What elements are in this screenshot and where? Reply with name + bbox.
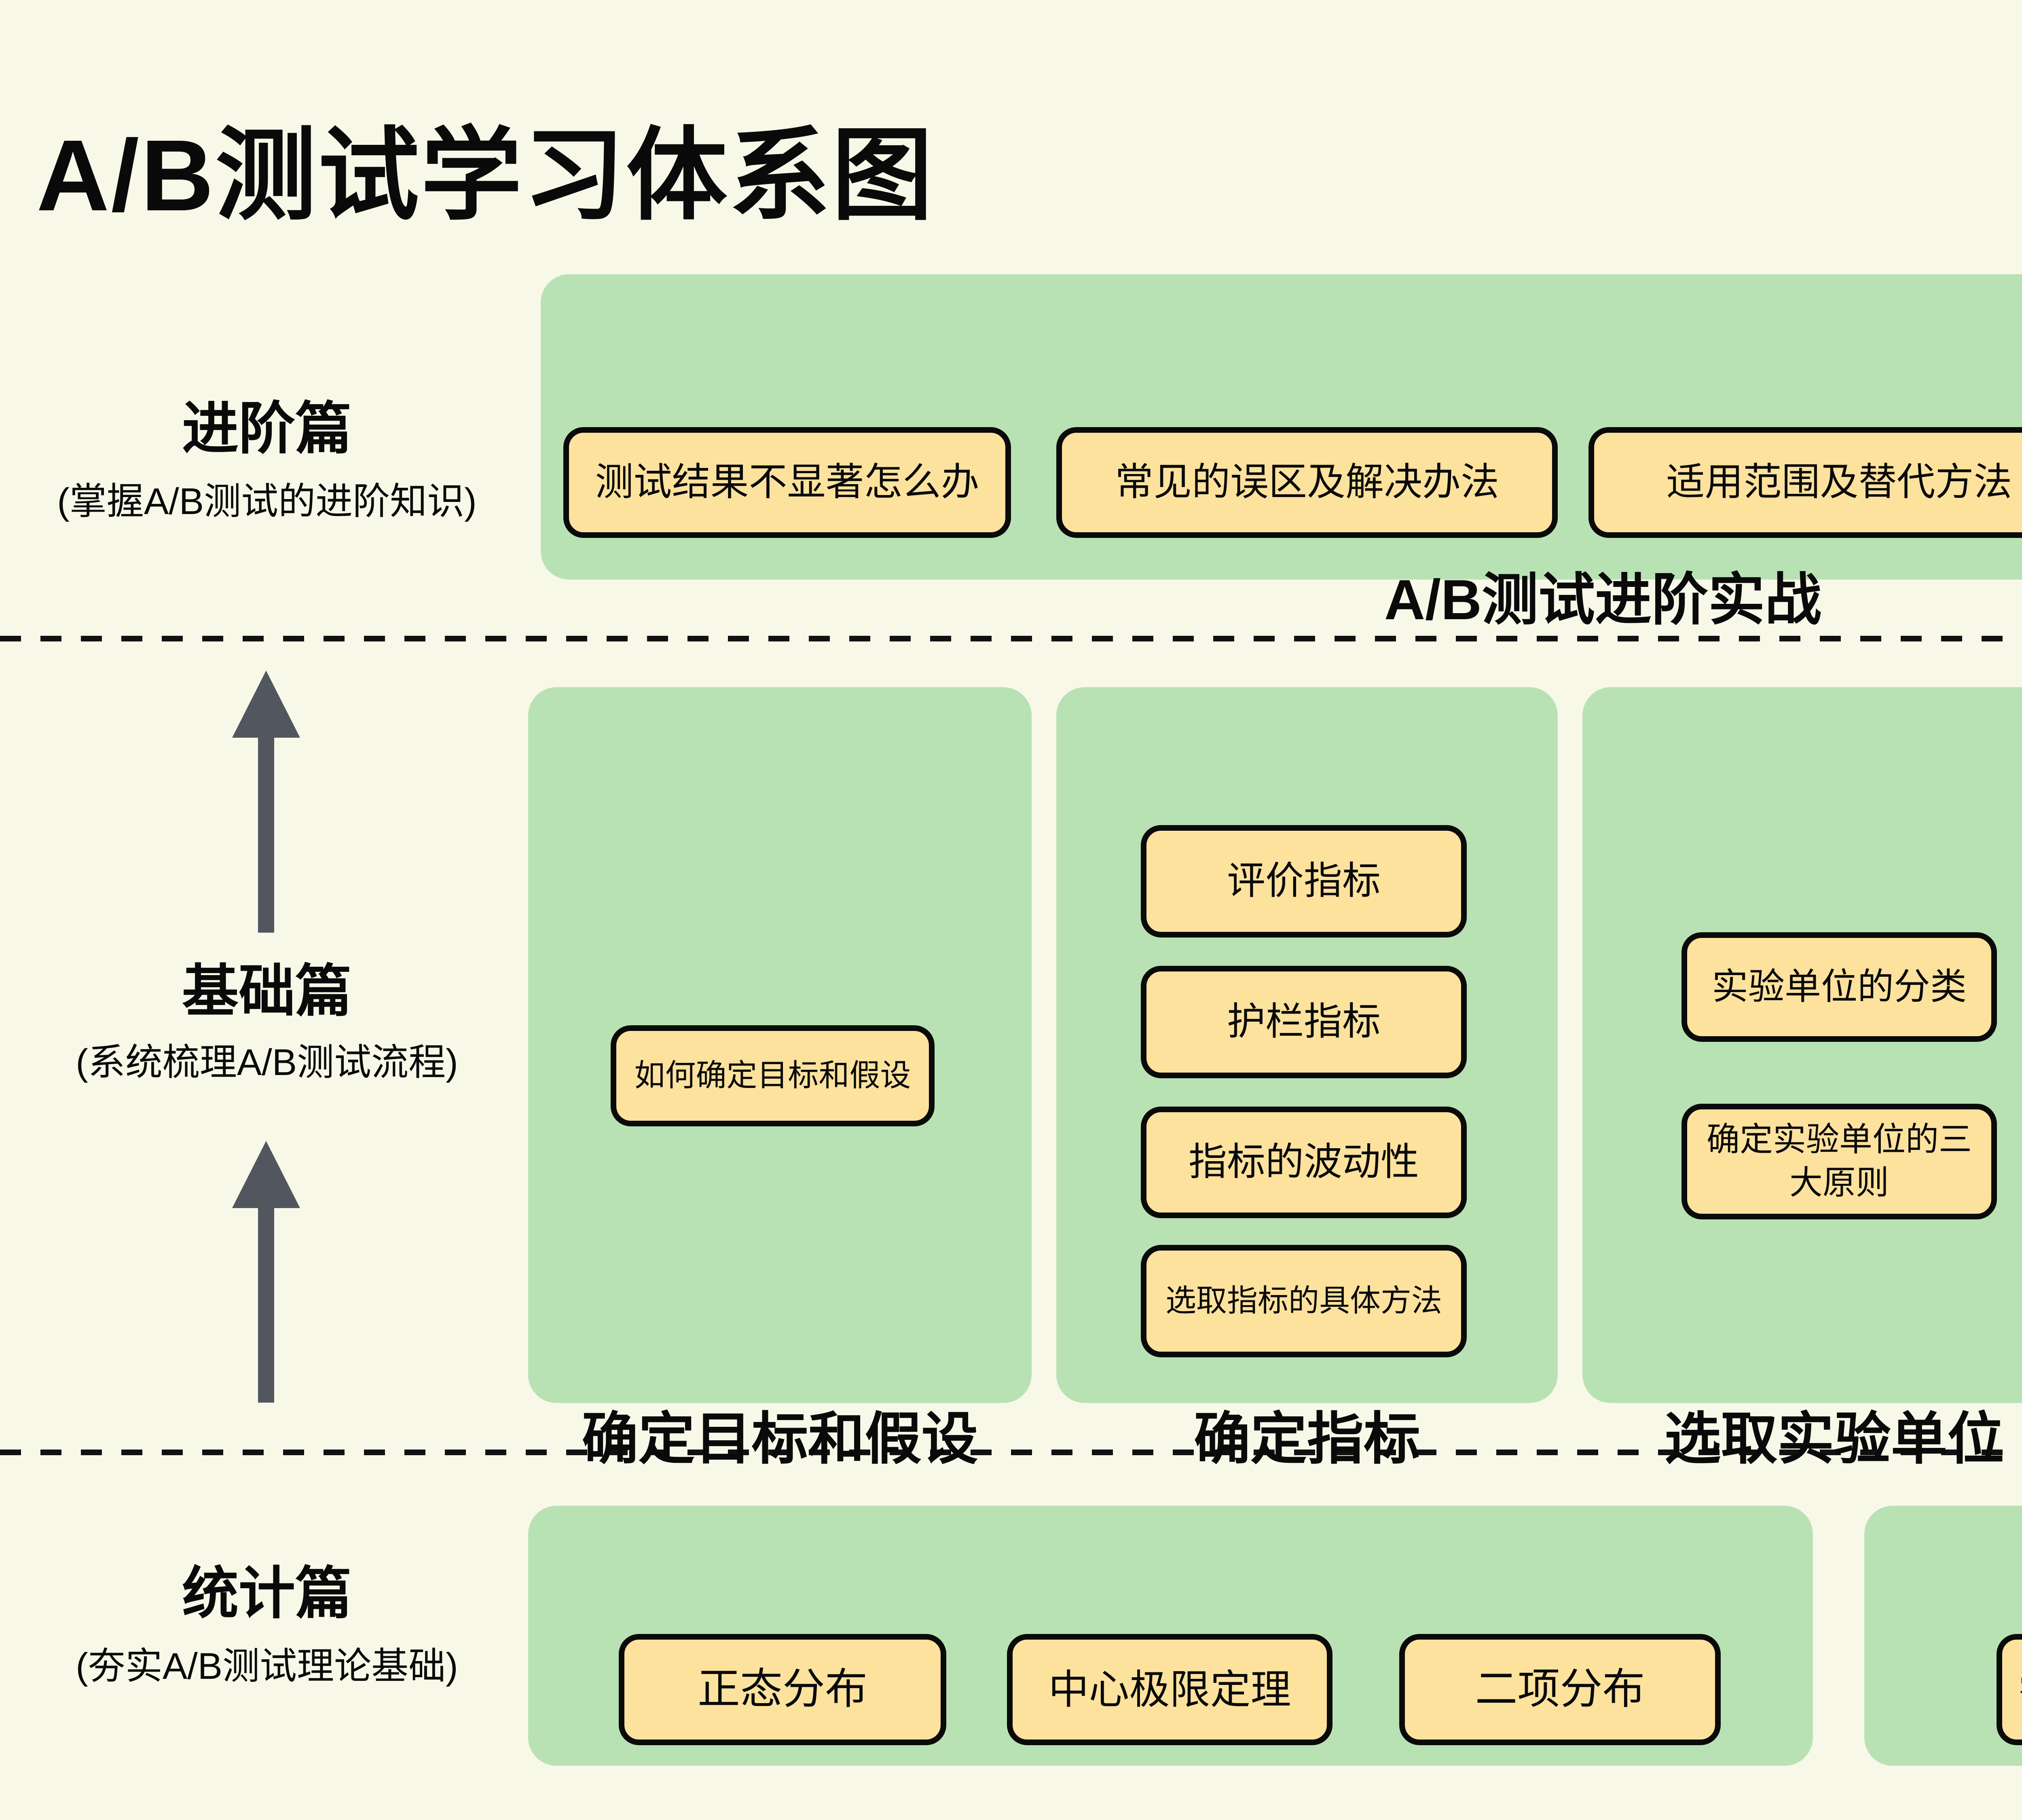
topic-chip: 二项分布 — [1399, 1634, 1721, 1745]
topic-chip: 实验单位的分类 — [1681, 932, 1997, 1042]
panel-title: 确定目标和假设 — [582, 1407, 978, 1471]
topic-chip: 确定实验单位的三大原则 — [1681, 1104, 1997, 1219]
panel-title: 确定指标 — [1193, 1407, 1420, 1471]
panel-title: 选取实验单位 — [1664, 1407, 2004, 1471]
section-sublabel-advanced: (掌握A/B测试的进阶知识) — [57, 481, 477, 522]
topic-chip: 正态分布 — [619, 1634, 946, 1745]
topic-chip: 测试结果不显著怎么办 — [563, 427, 1011, 538]
topic-chip: 选取指标的具体方法 — [1141, 1245, 1467, 1357]
page-title: A/B测试学习体系图 — [36, 119, 935, 232]
section-label-advanced: 进阶篇 — [182, 397, 352, 460]
panel-experiment-units: 选取实验单位 — [1582, 687, 2022, 1467]
topic-chip: 评价指标 — [1141, 825, 1467, 938]
topic-chip: 零假设和备择假设 — [1997, 1634, 2022, 1745]
topic-chip: 如何确定目标和假设 — [611, 1025, 935, 1126]
topic-chip: 常见的误区及解决办法 — [1056, 427, 1558, 538]
topic-chip: 中心极限定理 — [1007, 1634, 1332, 1745]
topic-chip: 护栏指标 — [1141, 966, 1467, 1078]
panel-title: A/B测试进阶实战 — [1384, 568, 1822, 631]
section-sublabel-stats: (夯实A/B测试理论基础) — [76, 1646, 458, 1687]
topic-chip: 指标的波动性 — [1141, 1107, 1467, 1218]
panel-hypothesis-testing: 假设检验 — [1864, 1506, 2022, 1766]
topic-chip: 适用范围及替代方法 — [1588, 427, 2022, 538]
section-label-basic: 基础篇 — [182, 959, 352, 1023]
section-label-stats: 统计篇 — [182, 1562, 352, 1625]
section-sublabel-basic: (系统梳理A/B测试流程) — [76, 1042, 458, 1083]
dashed-divider-top — [0, 636, 2022, 641]
dashed-divider-bottom — [0, 1450, 2022, 1455]
